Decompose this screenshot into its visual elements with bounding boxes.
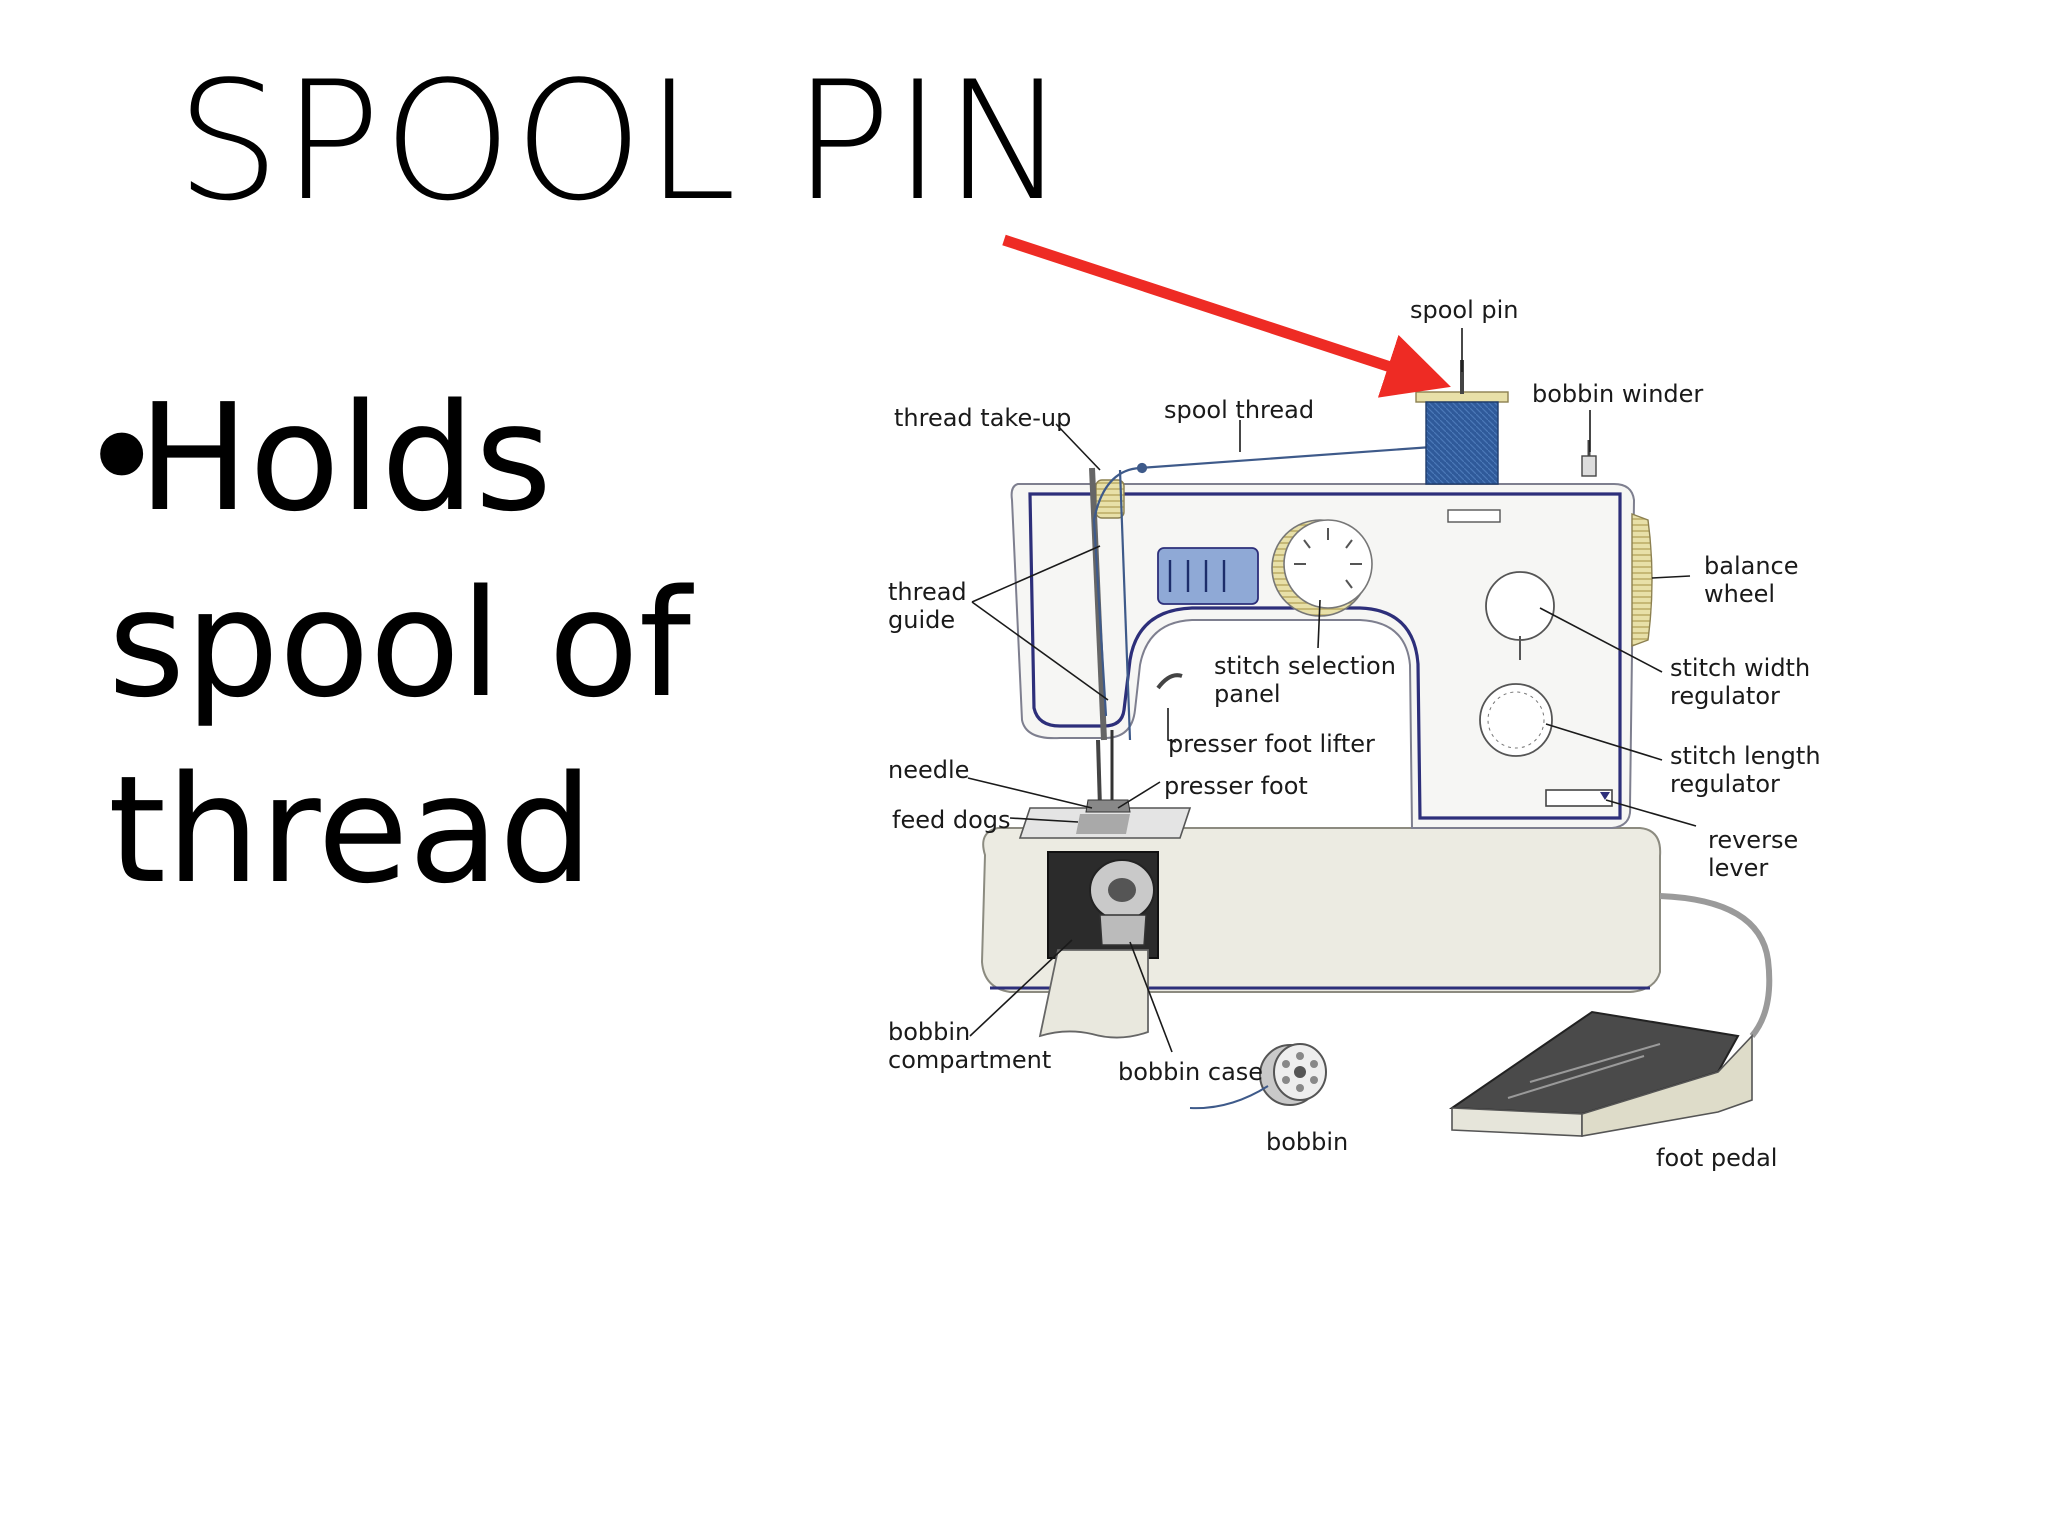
bullet-text: Holds spool of thread bbox=[78, 365, 838, 923]
label-stitch-length-2: regulator bbox=[1670, 770, 1780, 798]
red-arrow bbox=[1002, 234, 1451, 398]
spool-of-thread bbox=[1415, 360, 1509, 485]
label-bobbin: bobbin bbox=[1266, 1128, 1348, 1156]
bullet-point: • Holds spool of thread bbox=[78, 365, 838, 923]
bullet-line-3: thread bbox=[108, 744, 594, 916]
label-stitch-selection-2: panel bbox=[1214, 680, 1281, 708]
label-reverse-lever-1: reverse bbox=[1708, 826, 1798, 854]
label-thread-take-up: thread take-up bbox=[894, 404, 1071, 432]
label-bobbin-compartment-2: compartment bbox=[888, 1046, 1051, 1074]
bobbin bbox=[1189, 1043, 1327, 1110]
label-presser-foot: presser foot bbox=[1164, 772, 1308, 800]
label-stitch-selection-1: stitch selection bbox=[1214, 652, 1396, 680]
label-stitch-length-1: stitch length bbox=[1670, 742, 1821, 770]
bullet-line-1: Holds bbox=[138, 372, 553, 544]
balance-wheel bbox=[1631, 512, 1653, 648]
label-spool-pin: spool pin bbox=[1410, 296, 1519, 324]
label-bobbin-winder: bobbin winder bbox=[1532, 380, 1703, 408]
label-needle: needle bbox=[888, 756, 969, 784]
label-thread-guide-1: thread bbox=[888, 578, 967, 606]
leader-lines bbox=[967, 328, 1697, 1053]
bullet-glyph: • bbox=[78, 372, 166, 544]
foot-pedal bbox=[1448, 893, 1773, 1137]
label-bobbin-case: bobbin case bbox=[1118, 1058, 1263, 1086]
label-stitch-width-2: regulator bbox=[1670, 682, 1780, 710]
label-presser-foot-lifter: presser foot lifter bbox=[1168, 730, 1375, 758]
diagram-labels: spool pin bobbin winder thread take-up s… bbox=[888, 296, 1821, 1172]
bobbin-winder bbox=[1581, 440, 1597, 477]
bobbin-compartment bbox=[1038, 851, 1159, 1039]
label-foot-pedal: foot pedal bbox=[1656, 1144, 1777, 1172]
label-feed-dogs: feed dogs bbox=[892, 806, 1011, 834]
label-spool-thread: spool thread bbox=[1164, 396, 1314, 424]
thread-take-up bbox=[1085, 467, 1183, 813]
thread-path bbox=[1092, 444, 1447, 741]
slide-title: SPOOL PIN bbox=[176, 46, 1069, 237]
machine-head bbox=[1010, 483, 1636, 829]
label-reverse-lever-2: lever bbox=[1708, 854, 1768, 882]
label-balance-wheel-1: balance bbox=[1704, 552, 1799, 580]
label-balance-wheel-2: wheel bbox=[1704, 580, 1775, 608]
label-bobbin-compartment-1: bobbin bbox=[888, 1018, 970, 1046]
bullet-line-2: spool of bbox=[108, 558, 691, 730]
label-thread-guide-2: guide bbox=[888, 606, 955, 634]
label-stitch-width-1: stitch width bbox=[1670, 654, 1810, 682]
